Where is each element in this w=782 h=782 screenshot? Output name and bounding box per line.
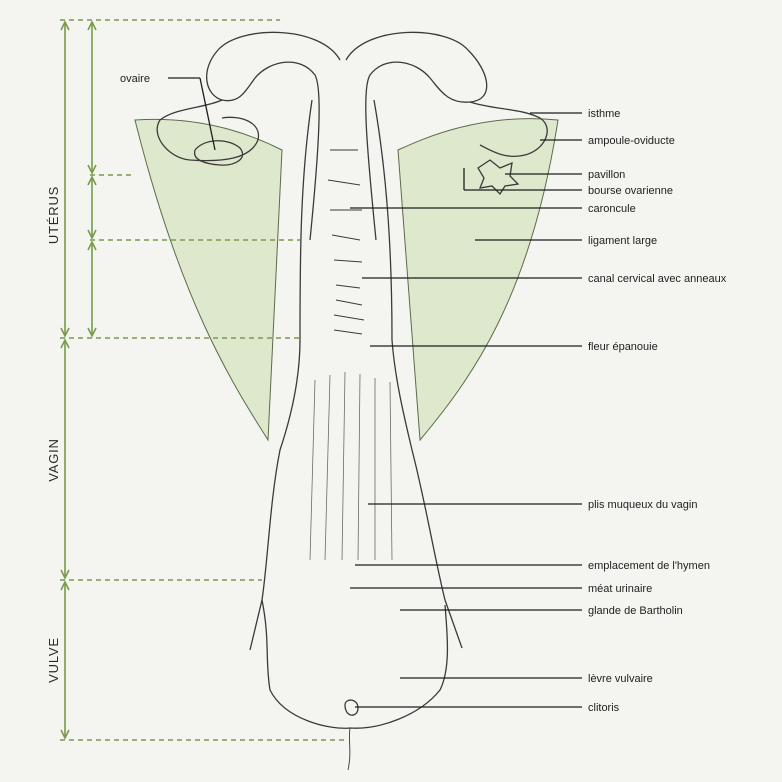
vaginal-folds	[310, 372, 392, 560]
label-broad-ligament: ligament large	[588, 235, 657, 247]
label-bartholin-gland: glande de Bartholin	[588, 605, 683, 617]
label-clitoris: clitoris	[588, 702, 620, 714]
label-caruncle: caroncule	[588, 203, 636, 215]
label-ovary: ovaire	[120, 73, 150, 85]
cervical-rings	[328, 150, 364, 334]
vulva-outline	[262, 600, 447, 728]
label-hymen-site: emplacement de l'hymen	[588, 560, 710, 572]
dimension-cervix	[88, 242, 96, 336]
label-ampulla-oviduct: ampoule-oviducte	[588, 135, 675, 147]
label-infundibulum: pavillon	[588, 169, 625, 181]
dimension-body	[88, 177, 96, 238]
broad-ligament-shape-right	[398, 119, 558, 440]
region-label-uterus: UTÉRUS	[46, 186, 61, 244]
label-open-flower: fleur épanouie	[588, 341, 658, 353]
dimension-horn	[88, 22, 96, 173]
broad-ligament-shape	[135, 119, 282, 440]
dimension-uterus	[61, 22, 69, 336]
label-isthmus: isthme	[588, 108, 620, 120]
label-cervical-canal: canal cervical avec anneaux	[588, 273, 727, 285]
region-label-vagina: VAGIN	[46, 438, 61, 482]
label-urinary-meatus: méat urinaire	[588, 583, 652, 595]
label-vulvar-lip: lèvre vulvaire	[588, 673, 653, 685]
dimension-vulva	[61, 582, 69, 738]
region-label-vulva: VULVE	[46, 637, 61, 683]
label-vaginal-folds: plis muqueux du vagin	[588, 499, 697, 511]
tail-strand	[348, 728, 350, 770]
label-ovarian-bursa: bourse ovarienne	[588, 185, 673, 197]
dimension-vagina	[61, 340, 69, 578]
